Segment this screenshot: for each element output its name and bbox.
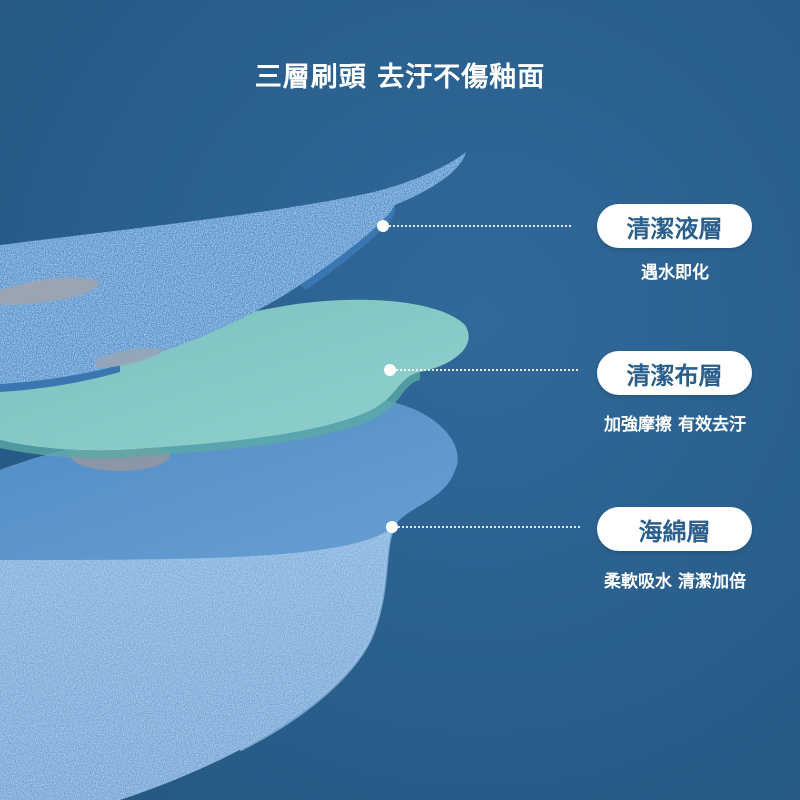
callout-line-sponge: [398, 526, 580, 528]
sponge-layer: [0, 398, 458, 800]
callout-dot-sponge: [386, 521, 398, 533]
label-sponge-layer: 海綿層: [597, 507, 752, 551]
headline: 三層刷頭 去汙不傷釉面: [254, 62, 546, 93]
callout-dot-liquid: [377, 220, 389, 232]
cloth-layer: [0, 299, 469, 459]
callout-dot-cloth: [384, 364, 396, 376]
desc-liquid-layer: 遇水即化: [641, 263, 709, 283]
liquid-layer: [0, 152, 466, 392]
callout-line-liquid: [389, 225, 571, 227]
desc-sponge-layer: 柔軟吸水 清潔加倍: [604, 572, 746, 592]
callout-line-cloth: [396, 369, 578, 371]
desc-cloth-layer: 加強摩擦 有效去汙: [604, 415, 746, 435]
label-liquid-layer: 清潔液層: [597, 204, 752, 248]
label-cloth-layer: 清潔布層: [597, 351, 752, 395]
